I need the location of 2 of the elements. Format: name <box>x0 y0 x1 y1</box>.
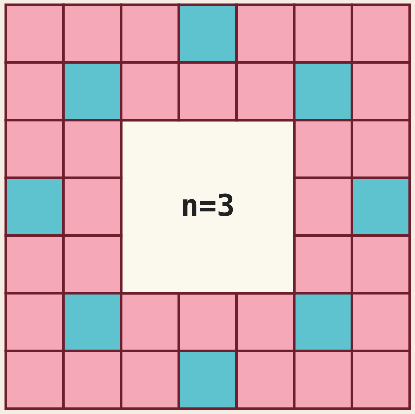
grid-size-label: n=3 <box>180 189 236 224</box>
center-square <box>122 122 293 292</box>
